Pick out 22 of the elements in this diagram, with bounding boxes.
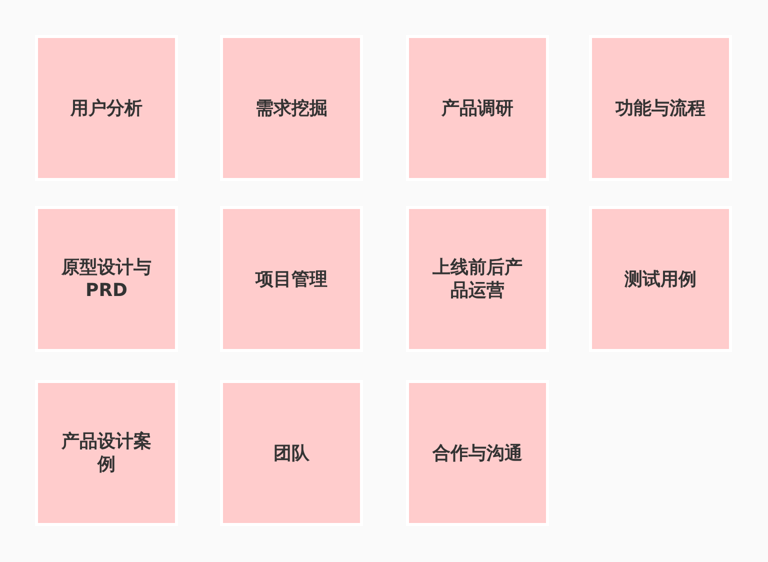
topic-label: 需求挖掘 bbox=[256, 96, 328, 120]
topic-box bbox=[35, 380, 178, 526]
topic-label: 原型设计与PRD bbox=[60, 256, 152, 302]
topic-label: 用户分析 bbox=[70, 96, 142, 120]
topic-label: 产品调研 bbox=[442, 96, 514, 120]
topic-box bbox=[220, 206, 363, 352]
topic-box bbox=[589, 206, 732, 352]
topic-box bbox=[35, 206, 178, 352]
topic-label: 产品设计案例 bbox=[60, 430, 152, 476]
topic-label: 合作与沟通 bbox=[432, 442, 522, 464]
topic-label: 项目管理 bbox=[256, 268, 328, 290]
topic-box bbox=[220, 35, 363, 181]
topic-label: 测试用例 bbox=[624, 268, 696, 290]
topic-box bbox=[406, 380, 549, 526]
topic-box bbox=[406, 206, 549, 352]
topic-box bbox=[406, 35, 549, 181]
topic-box bbox=[589, 35, 732, 181]
topic-label: 团队 bbox=[274, 442, 310, 464]
topic-box bbox=[35, 35, 178, 181]
topic-label: 功能与流程 bbox=[616, 96, 706, 120]
topic-box bbox=[220, 380, 363, 526]
topic-label: 上线前后产品运营 bbox=[432, 256, 524, 302]
